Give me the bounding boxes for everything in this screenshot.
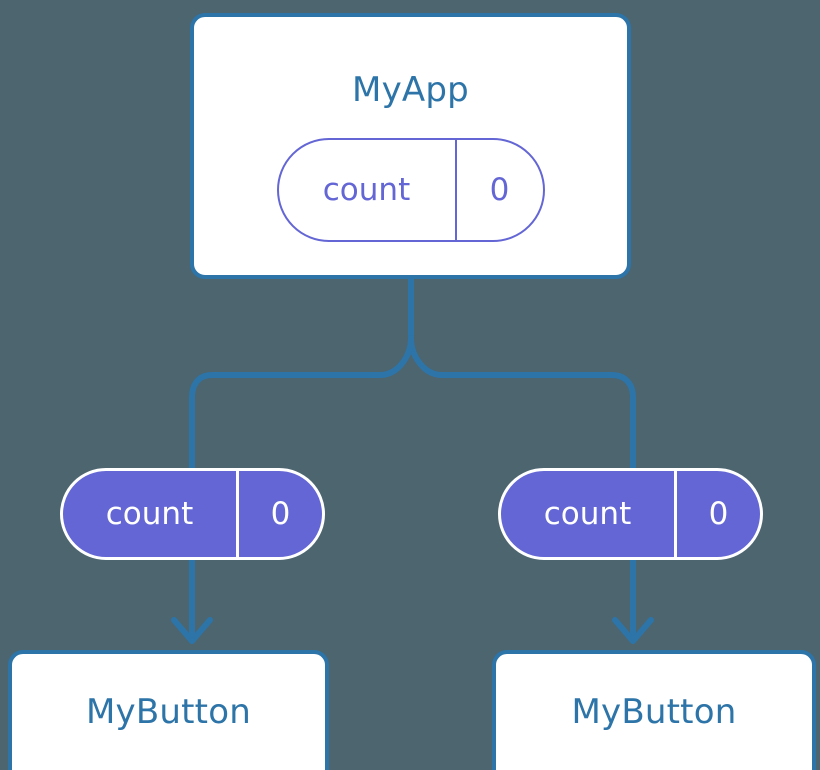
prop-pill-value: 0 (270, 495, 291, 532)
component-title-mybutton-right: MyButton (571, 692, 737, 732)
prop-pill-key: count (501, 471, 677, 557)
component-node-mybutton-left[interactable]: MyButton (8, 650, 329, 770)
state-pill-key: count (279, 140, 457, 240)
state-pill-myapp-count[interactable]: count 0 (276, 138, 545, 242)
prop-pill-value: 0 (708, 495, 729, 532)
prop-pill-left[interactable]: count 0 (60, 468, 325, 560)
prop-pill-right[interactable]: count 0 (498, 468, 763, 560)
prop-pill-key: count (63, 471, 239, 557)
component-title-myapp: MyApp (352, 70, 469, 110)
component-title-mybutton-left: MyButton (86, 692, 251, 732)
component-node-myapp[interactable]: MyApp count 0 (190, 13, 631, 279)
component-node-mybutton-right[interactable]: MyButton (492, 650, 816, 770)
state-pill-value: 0 (489, 171, 510, 208)
